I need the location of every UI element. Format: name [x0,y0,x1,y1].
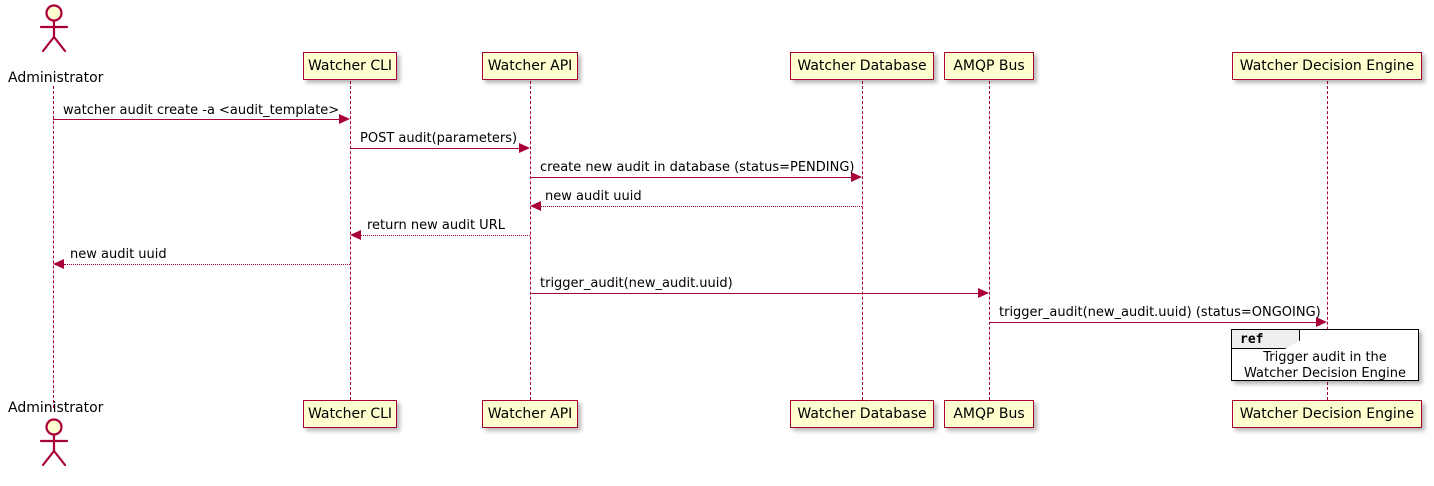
message-label-7: trigger_audit(new_audit.uuid) [540,276,733,291]
actor-figure-icon [39,4,69,53]
message-arrowhead-6 [53,259,64,269]
message-arrow-2 [350,148,519,149]
lifeline-watcher-api [530,81,531,400]
actor-label-administrator-top: Administrator [8,70,104,86]
message-arrow-6 [64,264,350,265]
message-arrowhead-3 [851,172,862,182]
participant-label: Watcher CLI [307,406,393,422]
message-arrow-4 [541,206,862,207]
message-arrow-7 [530,293,978,294]
message-arrow-8 [989,322,1316,323]
message-arrowhead-7 [978,288,989,298]
message-label-8: trigger_audit(new_audit.uuid) (status=ON… [999,305,1321,320]
participant-label: Watcher API [487,58,573,74]
message-arrowhead-5 [350,230,361,240]
ref-fragment-operator: ref [1232,330,1300,349]
message-label-2: POST audit(parameters) [360,131,518,146]
participant-label: Watcher Decision Engine [1239,58,1415,74]
participant-label: AMQP Bus [953,58,1025,74]
participant-watcher-cli-bottom[interactable]: Watcher CLI [303,400,397,428]
ref-fragment-line-2: Watcher Decision Engine [1244,366,1406,381]
lifeline-watcher-cli [350,81,351,400]
lifeline-administrator [53,86,54,408]
actor-administrator-bottom [32,418,76,467]
message-label-3: create new audit in database (status=PEN… [540,160,855,175]
participant-label: Watcher Database [797,406,927,422]
lifeline-watcher-database [862,81,863,400]
message-label-5: return new audit URL [367,218,505,233]
message-label-1: watcher audit create -a <audit_template> [63,103,340,118]
message-arrowhead-1 [339,114,350,124]
message-arrow-3 [530,177,851,178]
actor-administrator-top [32,4,76,53]
message-arrow-5 [361,235,530,236]
actor-label-administrator-bottom: Administrator [8,400,104,416]
participant-label: Watcher Database [797,58,927,74]
participant-watcher-cli-top[interactable]: Watcher CLI [303,52,397,80]
message-arrowhead-4 [530,201,541,211]
ref-fragment-line-1: Trigger audit in the [1263,350,1387,365]
participant-amqp-bus-top[interactable]: AMQP Bus [944,52,1034,80]
lifeline-watcher-decision-engine [1327,81,1328,400]
actor-figure-icon [39,418,69,467]
participant-watcher-api-top[interactable]: Watcher API [482,52,578,80]
participant-amqp-bus-bottom[interactable]: AMQP Bus [944,400,1034,428]
ref-fragment-body: Trigger audit in the Watcher Decision En… [1232,350,1418,382]
message-arrowhead-2 [519,143,530,153]
message-arrow-1 [53,119,339,120]
lifeline-amqp-bus [989,81,990,400]
participant-label: AMQP Bus [953,406,1025,422]
message-arrowhead-8 [1316,317,1327,327]
participant-watcher-decision-engine-top[interactable]: Watcher Decision Engine [1232,52,1422,80]
participant-watcher-database-bottom[interactable]: Watcher Database [790,400,934,428]
participant-watcher-decision-engine-bottom[interactable]: Watcher Decision Engine [1232,400,1422,428]
message-label-6: new audit uuid [70,247,167,262]
participant-label: Watcher Decision Engine [1239,406,1415,422]
ref-fragment: ref Trigger audit in the Watcher Decisio… [1231,329,1419,381]
participant-label: Watcher API [487,406,573,422]
participant-watcher-database-top[interactable]: Watcher Database [790,52,934,80]
message-label-4: new audit uuid [545,189,642,204]
participant-watcher-api-bottom[interactable]: Watcher API [482,400,578,428]
participant-label: Watcher CLI [307,58,393,74]
